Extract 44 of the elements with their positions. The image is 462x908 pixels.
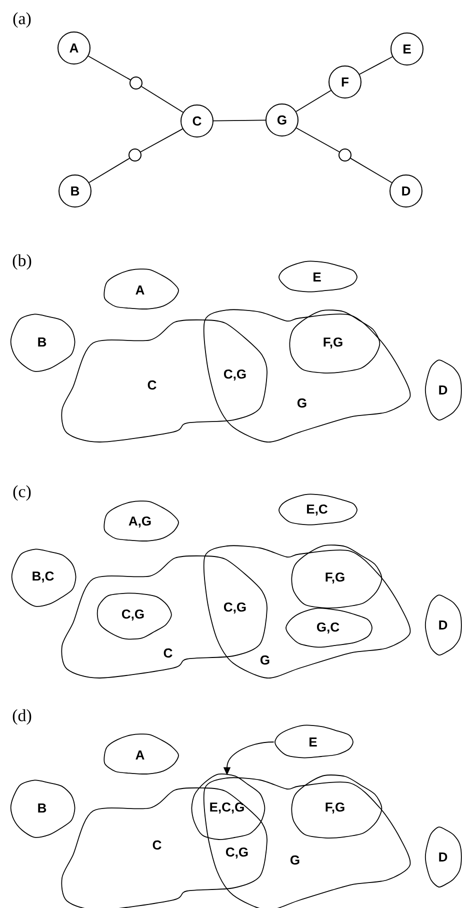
region-blob: C,G — [96, 592, 172, 640]
panel-label: (d) — [12, 709, 32, 725]
connector-line — [350, 158, 392, 184]
region-blob: A,G — [104, 500, 179, 542]
circle-node: C — [180, 104, 214, 138]
connector-line — [88, 158, 130, 183]
circle-node: F — [328, 66, 362, 98]
circle-node: G — [266, 104, 298, 136]
region-blob: G,C — [286, 608, 372, 648]
region-blob: B,C — [11, 548, 76, 607]
small-circle — [130, 76, 142, 90]
circle-node: E — [390, 32, 424, 66]
region-blob: A — [104, 268, 179, 310]
connector-line — [296, 90, 332, 112]
small-circle — [128, 148, 142, 162]
small-circle — [338, 148, 352, 162]
region-label: C,G — [224, 602, 246, 614]
region-blob: E,C — [278, 494, 358, 526]
region-blob: F,G — [289, 310, 380, 374]
region-blob: F,G — [291, 544, 382, 608]
circle-node: B — [58, 174, 92, 208]
region-blob: D — [424, 594, 462, 656]
connector-line — [359, 56, 393, 75]
circle-node: A — [58, 32, 90, 65]
panel-label: (c) — [13, 485, 31, 501]
connector-line — [140, 128, 183, 152]
connector-line — [141, 86, 184, 113]
connector-line — [296, 128, 340, 152]
region-blob: E,C,G — [191, 773, 266, 840]
region-label: C,G — [224, 369, 246, 381]
region-blob: B — [10, 314, 76, 372]
connector-line — [213, 120, 266, 122]
connector-line — [88, 56, 131, 80]
region-blob: F,G — [291, 774, 382, 838]
region-blob: A — [104, 734, 179, 774]
region-blob: E — [278, 260, 358, 292]
circle-node: D — [390, 174, 422, 208]
region-blob: E — [274, 724, 354, 758]
region-label: C,G — [226, 847, 248, 859]
region-blob: D — [424, 826, 462, 888]
region-blob: D — [424, 360, 462, 420]
panel-label: (a) — [13, 12, 31, 28]
region-blob: B — [10, 780, 76, 838]
panel-label: (b) — [12, 254, 32, 270]
